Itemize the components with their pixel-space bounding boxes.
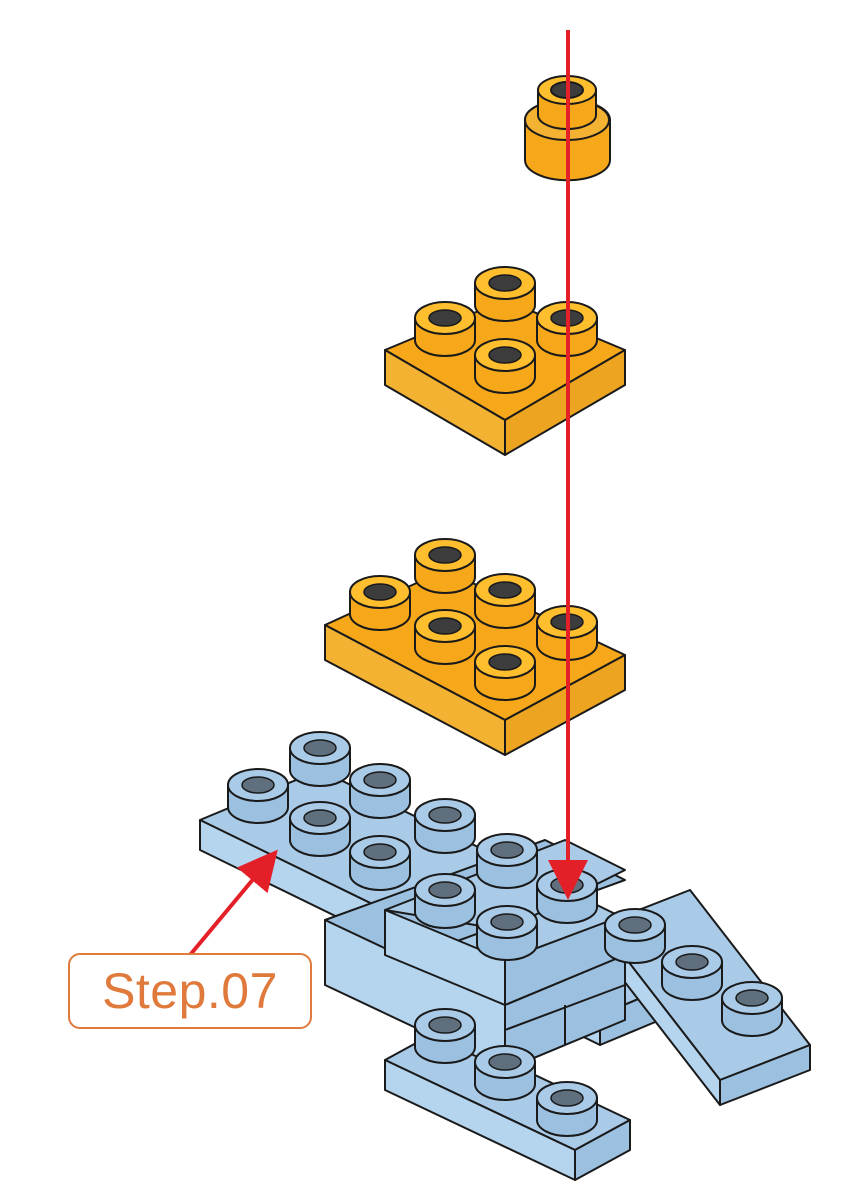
blue-stud (476, 833, 538, 889)
blue-stud (604, 908, 666, 964)
orange-stud (414, 301, 476, 357)
orange-stud (349, 575, 411, 631)
orange-stud (474, 266, 536, 322)
blue-stud (721, 981, 783, 1037)
blue-stud (474, 1045, 536, 1101)
blue-stud (661, 945, 723, 1001)
blue-stud (349, 835, 411, 891)
blue-stud (414, 873, 476, 929)
studs (227, 266, 783, 1137)
blue-stud (289, 801, 351, 857)
arrows (188, 30, 588, 957)
orange-stud (414, 538, 476, 594)
orange-stud (474, 645, 536, 701)
blue-stud (289, 731, 351, 787)
orange-stud (414, 609, 476, 665)
blue-stud (349, 763, 411, 819)
blue-stud (227, 768, 289, 824)
label-arrow (188, 849, 278, 957)
blue-stud (414, 1008, 476, 1064)
orange-stud (474, 573, 536, 629)
step-label: Step.07 (68, 953, 312, 1029)
blue-stud (536, 1081, 598, 1137)
orange-stud (474, 338, 536, 394)
blue-stud (476, 905, 538, 961)
blue-stud (414, 798, 476, 854)
